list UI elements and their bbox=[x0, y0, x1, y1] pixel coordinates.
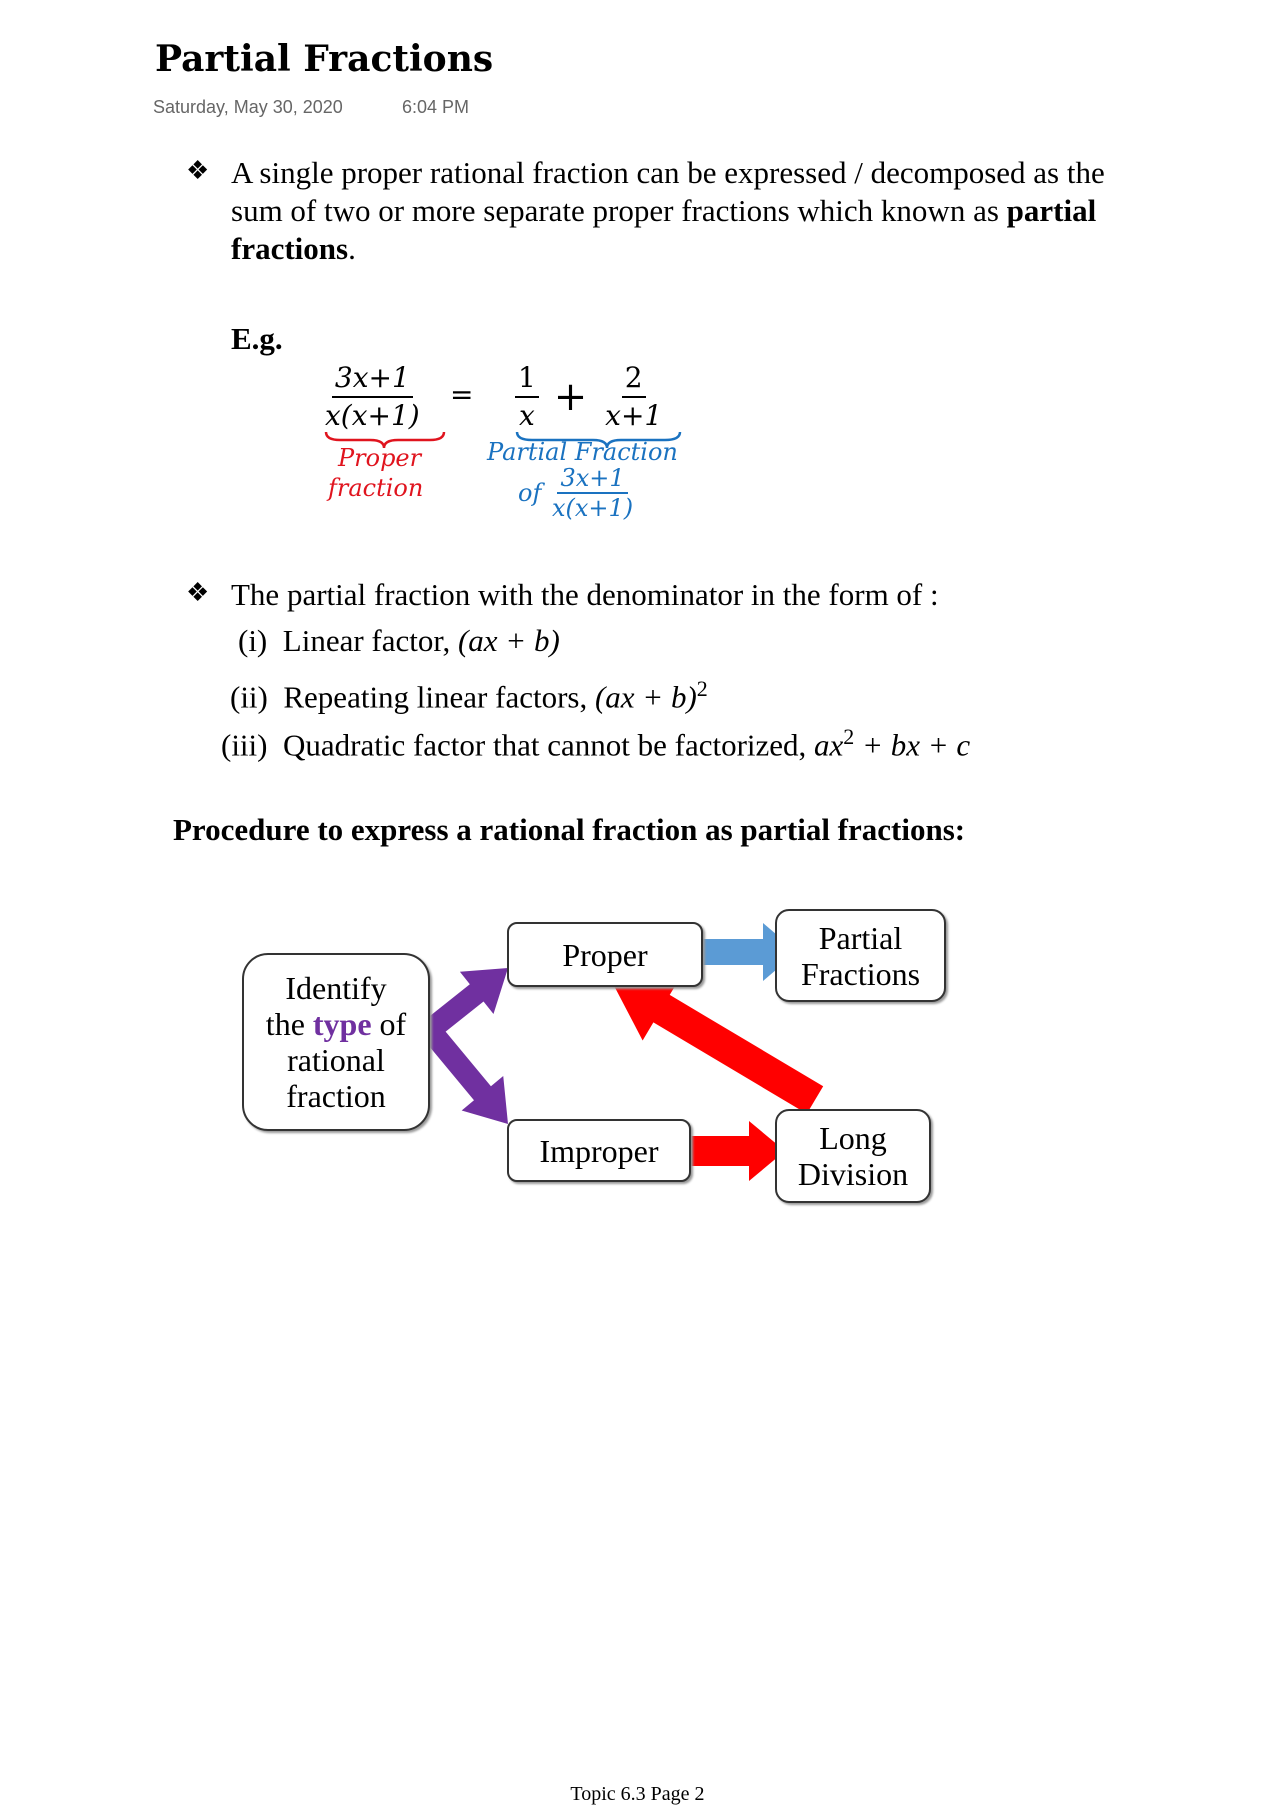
lhs-numerator: 3x+1 bbox=[331, 360, 413, 398]
blue-arrow-right-icon bbox=[700, 923, 797, 981]
item-number: (i) bbox=[238, 623, 268, 658]
page-date: Saturday, May 30, 2020 bbox=[153, 97, 343, 117]
underbraces bbox=[324, 431, 682, 449]
item-exponent: 2 bbox=[696, 676, 708, 701]
page-title: Partial Fractions bbox=[155, 38, 494, 80]
diamond-bullet-icon: ❖ bbox=[186, 156, 210, 185]
partial-label: Partial bbox=[818, 919, 903, 956]
item-text: Linear factor, bbox=[282, 623, 458, 658]
form-item-2: (ii) Repeating linear factors, (ax + b)2 bbox=[230, 670, 708, 716]
item-number: (ii) bbox=[230, 679, 268, 715]
proper-box: Proper bbox=[507, 922, 703, 987]
of-numerator: 3x+1 bbox=[557, 464, 628, 494]
identify-line: of bbox=[371, 1006, 407, 1042]
definition-end: . bbox=[348, 231, 356, 266]
item-number: (iii) bbox=[221, 727, 268, 763]
identify-type-word: type bbox=[312, 1006, 372, 1042]
flowchart-arrows bbox=[421, 923, 824, 1181]
identify-line: Identify bbox=[285, 970, 387, 1006]
red-arrow-right-icon bbox=[690, 1121, 785, 1181]
definition-text: A single proper rational fraction can be… bbox=[231, 155, 1105, 228]
item-text: Quadratic factor that cannot be factoriz… bbox=[283, 727, 815, 763]
proper-label: Proper bbox=[562, 936, 648, 973]
improper-box: Improper bbox=[507, 1119, 691, 1182]
proper-label-1: Proper bbox=[338, 444, 422, 472]
procedure-heading: Procedure to express a rational fraction… bbox=[173, 812, 966, 847]
example-label: E.g. bbox=[231, 321, 283, 356]
item-text: Repeating linear factors, bbox=[283, 679, 595, 715]
item-math-rest: + bx + c bbox=[854, 727, 971, 763]
blue-brace-icon bbox=[515, 431, 682, 449]
plus-sign: + bbox=[553, 374, 588, 420]
red-brace-icon bbox=[324, 431, 446, 449]
item-exponent: 2 bbox=[843, 724, 855, 749]
diamond-bullet-icon: ❖ bbox=[186, 578, 210, 607]
page-footer: Topic 6.3 Page 2 bbox=[570, 1783, 705, 1805]
of-label: of bbox=[518, 479, 542, 507]
identify-line: rational bbox=[287, 1042, 385, 1078]
purple-arrow-up-icon bbox=[423, 968, 508, 1039]
equals-sign: = bbox=[450, 378, 474, 411]
item-math: ax bbox=[814, 727, 844, 763]
red-arrow-diagonal-icon bbox=[610, 976, 824, 1114]
identify-line: the bbox=[265, 1006, 313, 1042]
page-time: 6:04 PM bbox=[402, 97, 470, 117]
form-item-1: (i) Linear factor, (ax + b) bbox=[238, 622, 560, 660]
item-math: (ax + b) bbox=[457, 623, 560, 658]
partial-fraction-label: Partial Fraction bbox=[487, 438, 678, 466]
long-label: Long bbox=[819, 1120, 887, 1156]
of-denominator: x(x+1) bbox=[551, 494, 634, 522]
item-math: (ax + b) bbox=[594, 679, 697, 715]
term1-denominator: x bbox=[519, 399, 535, 432]
purple-arrow-down-icon bbox=[421, 1022, 508, 1124]
proper-label-2: fraction bbox=[328, 474, 424, 502]
term1-numerator: 1 bbox=[515, 360, 539, 398]
term2-denominator: x+1 bbox=[605, 399, 663, 432]
lhs-denominator: x(x+1) bbox=[325, 399, 420, 432]
bullet-forms-intro: The partial fraction with the denominato… bbox=[231, 577, 939, 612]
long-label: Division bbox=[797, 1156, 909, 1192]
partial-label: Fractions bbox=[800, 955, 921, 992]
form-item-3: (iii) Quadratic factor that cannot be fa… bbox=[221, 718, 970, 764]
identify-line: fraction bbox=[286, 1078, 386, 1114]
term2-numerator: 2 bbox=[621, 360, 646, 398]
definition-bold: partial fractions bbox=[231, 193, 1097, 266]
improper-label: Improper bbox=[539, 1132, 659, 1169]
bullet-definition: A single proper rational fraction can be… bbox=[231, 154, 1131, 268]
